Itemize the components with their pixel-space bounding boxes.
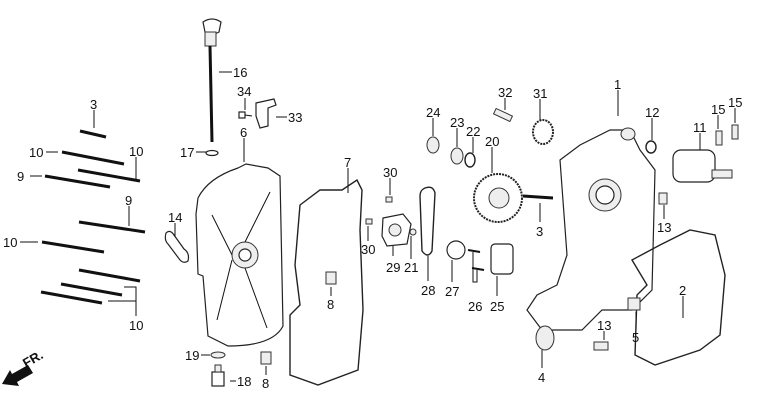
callout-16: 16 (233, 65, 247, 80)
cover-gasket-part (289, 178, 364, 386)
dowel-pin-part (658, 192, 668, 205)
bolt-part (238, 111, 253, 119)
callout-3: 3 (536, 224, 543, 239)
callout-17: 17 (180, 145, 194, 160)
leader-lines (20, 71, 736, 382)
bushing-part (535, 325, 555, 351)
callout-9: 9 (125, 193, 132, 208)
callout-30: 30 (383, 165, 397, 180)
callout-15: 15 (728, 95, 742, 110)
callout-12: 12 (645, 105, 659, 120)
oil-pump-part (490, 243, 514, 275)
shaft-part (492, 107, 514, 123)
callout-14: 14 (168, 210, 182, 225)
callout-10: 10 (3, 235, 17, 250)
idle-gear-part (532, 119, 554, 145)
callout-11: 11 (693, 120, 707, 135)
front-direction-arrow-icon: FR. (2, 347, 46, 386)
sprocket-part (446, 240, 466, 260)
bolt-part (731, 124, 739, 140)
oil-seal-part (426, 136, 440, 154)
dowel-pin-part (593, 341, 609, 351)
crankcase-gasket-part (631, 229, 726, 366)
chain-part (419, 186, 436, 256)
callout-15: 15 (711, 102, 725, 117)
callout-25: 25 (490, 299, 504, 314)
callout-13: 13 (597, 318, 611, 333)
callout-18: 18 (237, 374, 251, 389)
callout-5: 5 (632, 330, 639, 345)
callout-2: 2 (679, 283, 686, 298)
callout-10: 10 (29, 145, 43, 160)
callout-22: 22 (466, 124, 480, 139)
bolts-group (40, 129, 554, 305)
bolt-part (715, 130, 723, 146)
dowel-pin-part (260, 351, 272, 365)
callout-30: 30 (361, 242, 375, 257)
callout-26: 26 (468, 299, 482, 314)
washer-part (210, 351, 226, 359)
crankcase-part (526, 127, 656, 331)
callout-10: 10 (129, 318, 143, 333)
o-ring-part (464, 152, 476, 168)
dowel-pin-part (627, 297, 641, 311)
callout-8: 8 (327, 297, 334, 312)
callout-27: 27 (445, 284, 459, 299)
bolt-part (467, 249, 485, 271)
dipstick-part (202, 18, 222, 143)
callout-29: 29 (386, 260, 400, 275)
callout-34: 34 (237, 84, 251, 99)
callout-10: 10 (129, 144, 143, 159)
nut-part (409, 228, 417, 236)
front-direction-label: FR. (20, 347, 46, 370)
callout-1: 1 (614, 77, 621, 92)
bolt-part (365, 218, 373, 225)
dowel-pin-part (325, 271, 337, 285)
callout-labels: 16 34 33 3 6 17 10 10 9 9 14 10 10 7 8 8… (3, 65, 742, 391)
callout-28: 28 (421, 283, 435, 298)
callout-19: 19 (185, 348, 199, 363)
callout-4: 4 (538, 370, 545, 385)
guide-bracket-part (164, 230, 190, 263)
callout-24: 24 (426, 105, 440, 120)
callout-33: 33 (288, 110, 302, 125)
callout-23: 23 (450, 115, 464, 130)
drain-bolt-part (211, 364, 225, 387)
callout-20: 20 (485, 134, 499, 149)
callout-21: 21 (404, 260, 418, 275)
callout-8: 8 (262, 376, 269, 391)
o-ring-part (205, 149, 219, 157)
o-ring-part (645, 140, 657, 154)
callout-7: 7 (344, 155, 351, 170)
bearing-part (450, 147, 464, 165)
starter-motor-part (672, 149, 733, 183)
right-crankcase-cover-part (195, 163, 284, 347)
callout-9: 9 (17, 169, 24, 184)
callout-31: 31 (533, 86, 547, 101)
callout-6: 6 (240, 125, 247, 140)
callout-13: 13 (657, 220, 671, 235)
bolt-part (385, 196, 393, 203)
bracket-part (255, 98, 277, 129)
callout-3: 3 (90, 97, 97, 112)
callout-32: 32 (498, 85, 512, 100)
